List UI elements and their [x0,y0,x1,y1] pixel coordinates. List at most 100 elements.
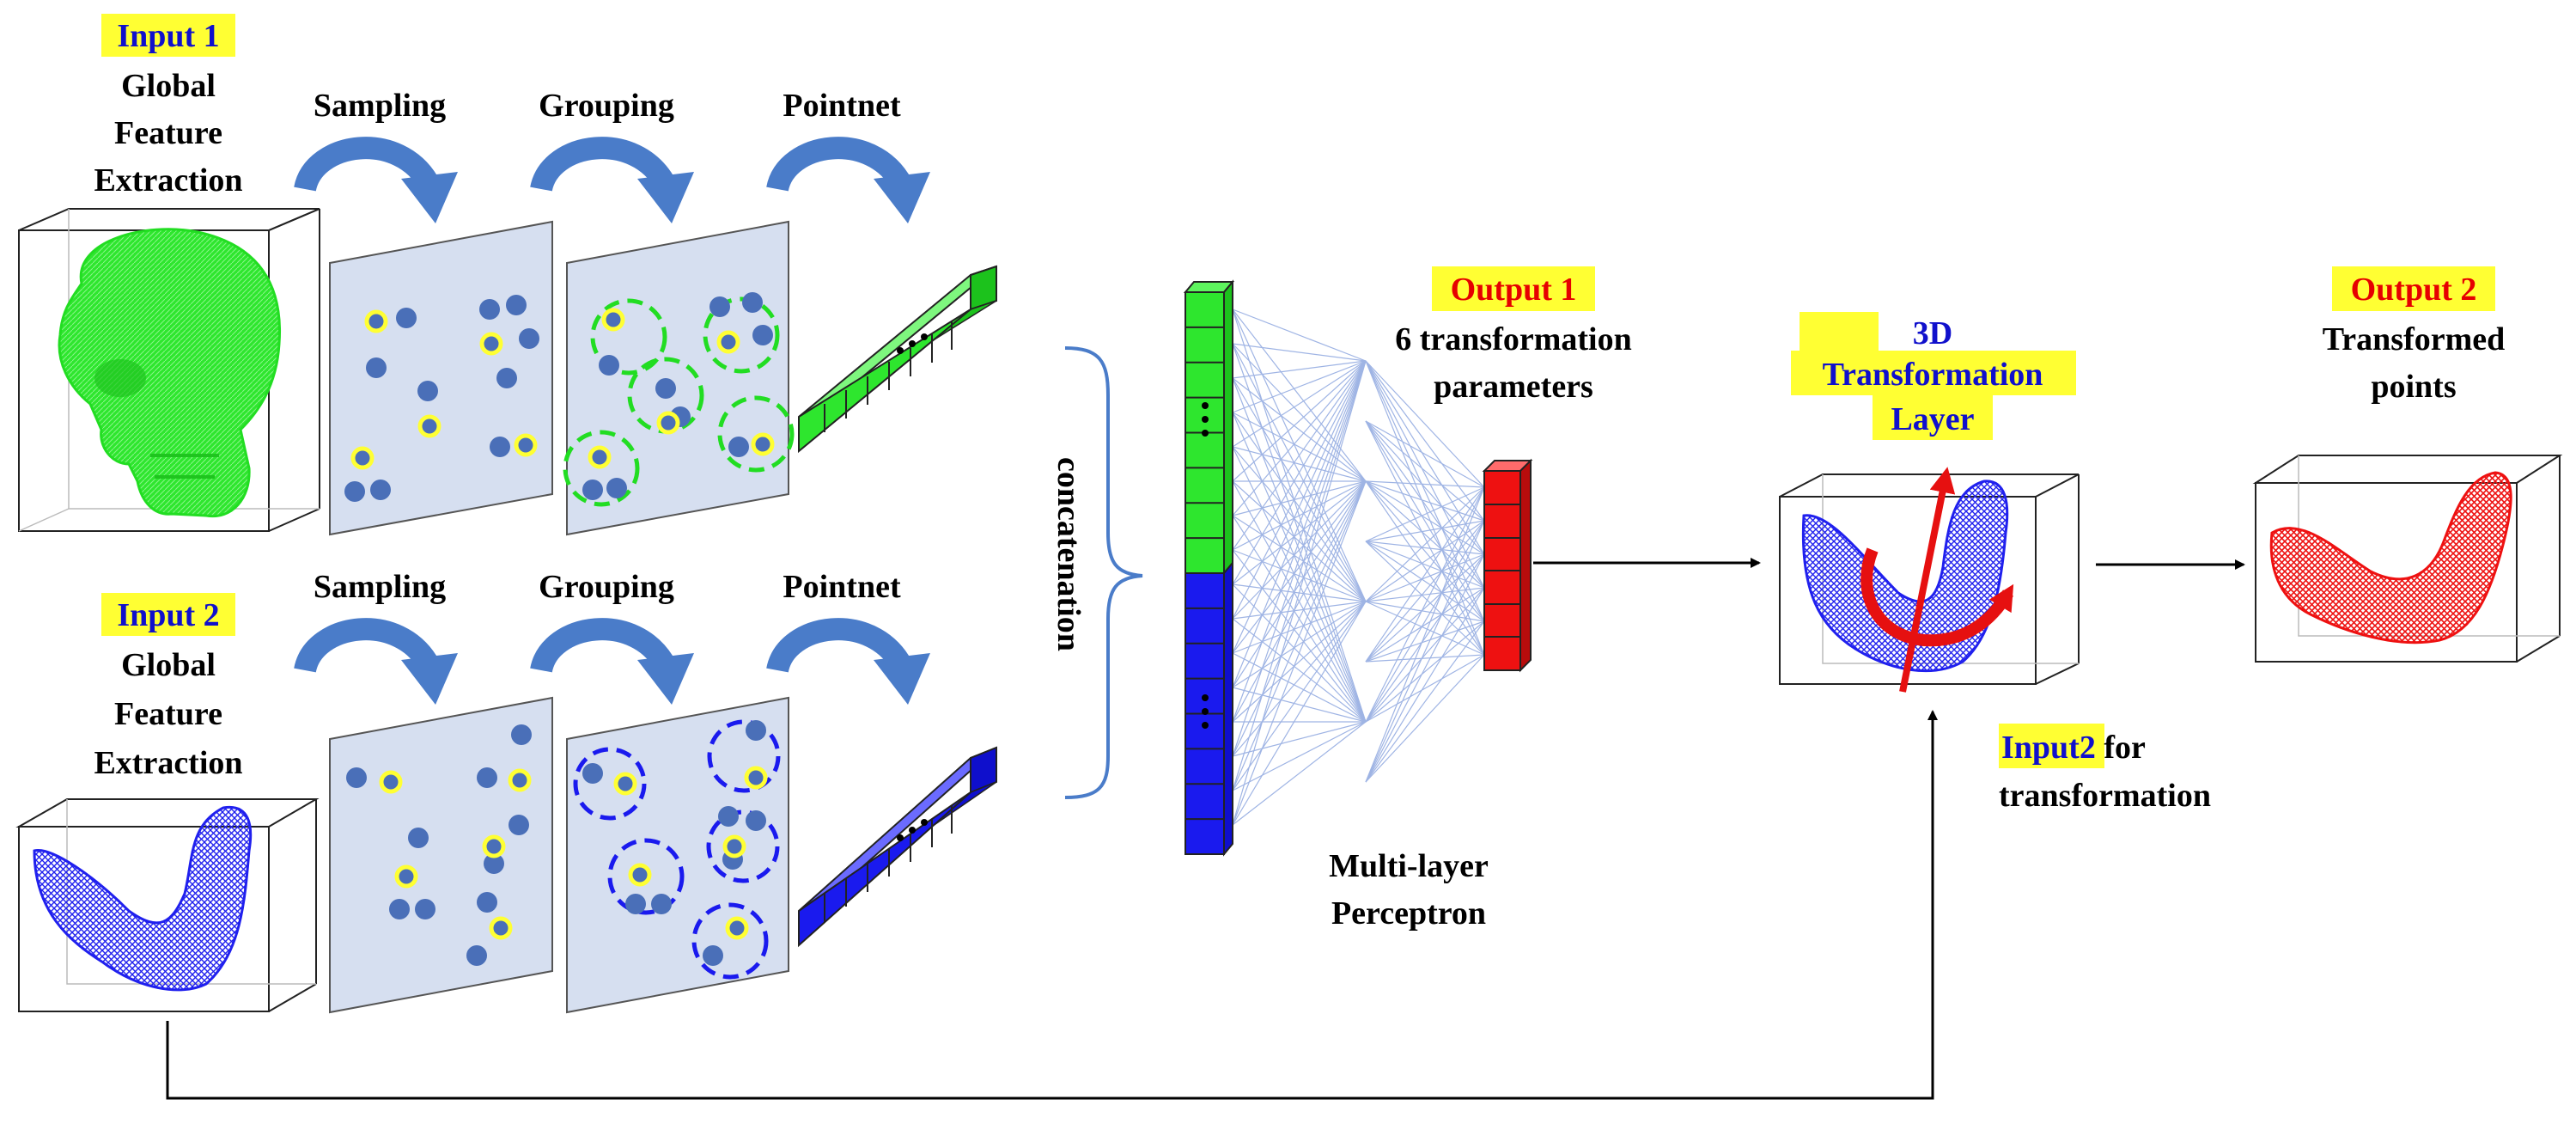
mlp-connection [1232,480,1367,688]
mlp-connection [1232,480,1367,757]
mlp-connection [1232,480,1367,826]
output2-label: Output 2 Transformed points [2323,266,2506,405]
grouping-panel-bottom [566,696,789,1014]
mlp-connection [1232,360,1367,654]
mlp-connection [1232,601,1367,620]
mlp-connection [1365,654,1485,723]
mlp-connection [1365,360,1485,522]
mandible-point-cloud-box [15,798,320,1012]
input2-line1: Global [121,647,216,683]
grouping-label-bottom: Grouping [539,569,674,605]
mlp-connection [1232,480,1367,551]
input1-tag: Input 1 [117,18,219,54]
input2-note-line2: transformation [1999,778,2211,814]
mlp-connection [1232,480,1367,620]
transformed-mandible-icon [2269,471,2512,644]
mlp-connection [1232,360,1367,413]
sampling-label-top: Sampling [314,88,446,124]
mlp-connection [1365,480,1485,622]
mlp-connection [1365,360,1485,589]
output1-highlight [1432,266,1595,311]
mlp-network [1183,279,1533,857]
mlp-connection [1232,687,1367,723]
input2-note-text: Input2 for [2001,730,2146,766]
mlp-connection [1232,360,1367,379]
transform-layer-line1: 3D [1913,315,1952,351]
mlp-connection [1365,480,1485,656]
transformed-points-box [2252,455,2563,663]
concatenation-brace [1064,346,1143,799]
grouping-panel-top [563,220,795,536]
mlp-connection [1365,541,1485,656]
mlp-connection [1365,480,1485,555]
mlp-connection [1365,587,1485,723]
mlp-connection [1365,587,1485,602]
grouping-arrow-top-icon [541,148,694,223]
transform-layer-box [1779,467,2080,693]
mlp-connection [1232,360,1367,723]
mlp-connection [1365,654,1485,663]
grouping-arrow-bottom-icon [541,629,694,705]
mlp-connection [1365,541,1485,589]
mlp-connection [1365,620,1485,723]
mlp-connection [1365,420,1485,622]
mlp-connection [1365,360,1485,622]
transform-layer-line2: Transformation [1823,357,2043,393]
mlp-connection [1232,601,1367,654]
mlp-connection [1365,360,1485,488]
skull-icon [58,228,282,518]
output1-line2: parameters [1434,369,1593,405]
mlp-connection [1232,360,1367,585]
mlp-connection [1232,360,1367,516]
mlp-connection [1365,520,1485,723]
input2-line3: Extraction [94,745,242,781]
skull-point-cloud-box [18,208,320,532]
pointnet-feature-bar-top [798,265,997,454]
mlp-connection [1365,541,1485,555]
pointnet-arrow-top-icon [777,148,930,223]
mlp-connection [1365,553,1485,602]
mlp-connection [1365,520,1485,542]
mlp-connection [1365,601,1485,622]
mlp-connection [1365,541,1485,622]
transform-layer-label: 3D Transformation Layer [1791,312,2076,440]
mlp-connection [1365,480,1485,522]
mlp-connection [1232,480,1367,723]
sampling-panel-bottom [329,696,553,1014]
mlp-connection [1232,480,1367,585]
mlp-connection [1365,420,1485,555]
mlp-connection [1232,343,1367,362]
mlp-connection [1232,360,1367,757]
mlp-connection [1232,480,1367,516]
pointnet-label-bottom: Pointnet [783,569,901,605]
mlp-connection [1365,520,1485,602]
input2-tag: Input 2 [117,597,219,633]
mlp-connection [1365,480,1485,589]
mlp-connection [1365,486,1485,723]
mlp-connection [1365,620,1485,663]
mandible-icon [33,805,253,992]
output1-tag: Output 1 [1451,272,1577,308]
mlp-connection [1232,721,1367,757]
mlp-connection [1365,420,1485,522]
pointnet-label-top: Pointnet [783,88,901,124]
mlp-connection [1365,654,1485,783]
mlp-connection [1365,620,1485,783]
input1-line2: Feature [114,115,222,151]
mandible-transform-icon [1801,480,2009,673]
grouping-label-top: Grouping [539,88,674,124]
output-parameter-column [1482,458,1533,673]
input1-label: Input 1 Global Feature Extraction [94,14,243,199]
mlp-connection [1232,446,1367,482]
mlp-label-line1: Multi-layer [1329,848,1489,884]
mlp-connection [1232,308,1367,482]
mlp-connection [1232,343,1367,482]
transform-layer-highlight-1 [1800,312,1879,355]
mlp-connection [1365,486,1485,602]
mlp-connection [1232,360,1367,448]
mlp-connection [1365,486,1485,542]
mlp-connection [1232,601,1367,723]
output2-tag: Output 2 [2351,272,2477,308]
mlp-connection [1232,601,1367,791]
output2-line1: Transformed [2323,321,2506,357]
